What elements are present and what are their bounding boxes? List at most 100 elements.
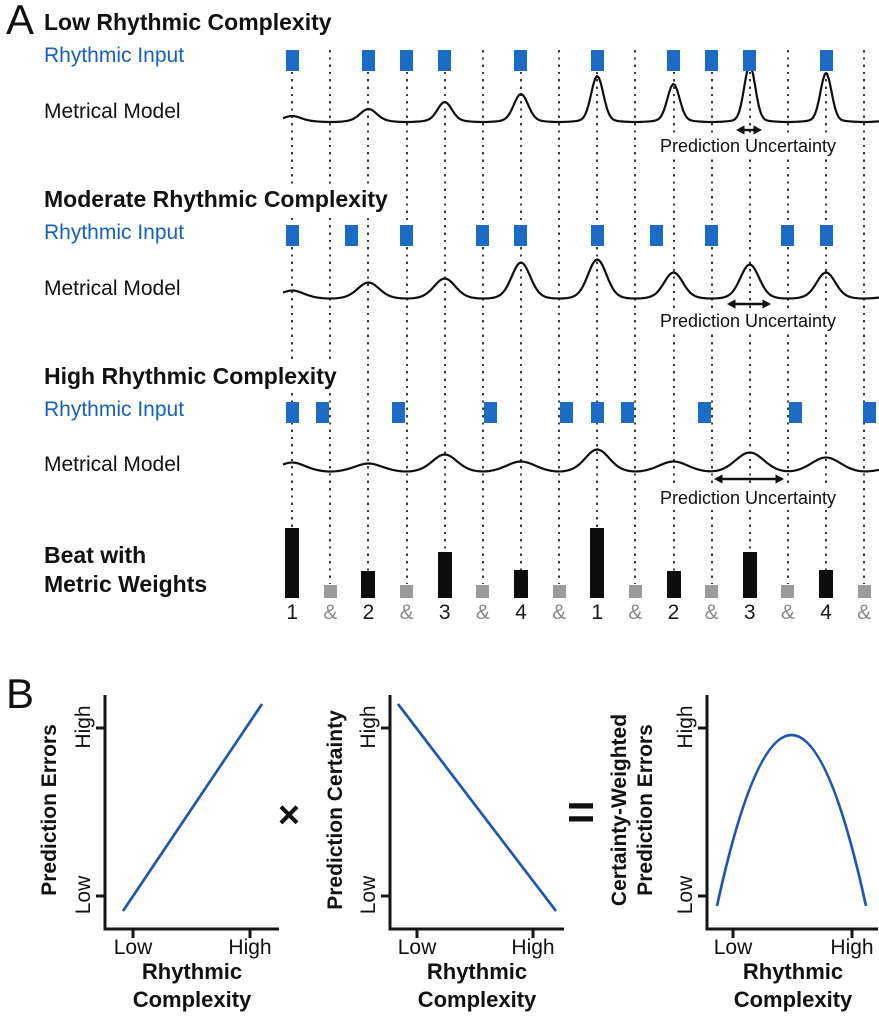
onset-square: [819, 50, 833, 71]
beat-count-label: 1: [286, 601, 299, 624]
onset-square: [590, 402, 604, 423]
beat-count-label: 1: [591, 601, 604, 624]
onset-square: [514, 225, 528, 246]
beat-count-label: 3: [743, 601, 756, 624]
beat-count-label: &: [552, 601, 567, 624]
metric-weight-bar: [666, 571, 681, 598]
beat-count-label: &: [780, 601, 795, 624]
metric-weight-bar: [513, 570, 528, 598]
beat-gridline: [863, 50, 866, 584]
beat-count-label: &: [857, 601, 872, 624]
metric-weight-bar: [819, 570, 834, 598]
beat-count-label: 4: [515, 601, 527, 624]
metric-weight-bar: [857, 585, 871, 598]
metric-weight-bar: [552, 585, 566, 598]
uncertainty-arrowhead-right: [762, 299, 771, 309]
beat-with-metric-weights-label: Beat with Metric Weights: [44, 541, 207, 599]
metrical-model-label-high: Metrical Model: [44, 453, 181, 476]
onset-square: [400, 225, 414, 246]
beat-count-label: 2: [667, 601, 680, 624]
onset-square: [667, 50, 680, 71]
uncertainty-arrowhead-right: [775, 474, 784, 484]
metric-weight-bar: [781, 585, 795, 598]
metric-weight-bar: [400, 585, 414, 598]
beat-count-label: 3: [438, 601, 451, 624]
onset-square: [392, 402, 406, 423]
rhythmic-input-label-low: Rhythmic Input: [44, 44, 185, 67]
onset-square: [483, 402, 497, 423]
plot2-xtick-high: High: [511, 936, 555, 959]
onset-square: [400, 50, 414, 71]
metric-weight-bar: [705, 585, 719, 598]
uncertainty-arrowhead-left: [736, 125, 745, 135]
beat-label-line2: Metric Weights: [44, 571, 208, 597]
beat-gridline: [596, 50, 599, 584]
plot3-xtick-high: High: [830, 936, 874, 959]
plot1-xtick-low: Low: [113, 936, 153, 959]
plot2-ytick-high: High: [357, 705, 380, 749]
metrical-model-curve: [282, 258, 879, 300]
beat-gridline: [405, 50, 408, 584]
plot2-xtick-low: Low: [397, 936, 437, 959]
onset-square: [621, 402, 635, 423]
onset-square: [285, 402, 299, 423]
plot2-ylabel: Prediction Certainty: [324, 710, 347, 910]
prediction-uncertainty-label-high: Prediction Uncertainty: [657, 488, 839, 509]
beat-gridline: [329, 50, 332, 584]
plot2-xlabel-line2: Complexity: [417, 987, 537, 1012]
plot3-ytick-high: High: [674, 705, 697, 749]
plot3-ytick-low: Low: [674, 875, 697, 915]
onset-square: [285, 225, 299, 246]
beat-gridline: [519, 50, 522, 584]
plot3-xlabel-line2: Complexity: [733, 987, 853, 1012]
beat-gridline: [481, 50, 484, 584]
metrical-model-curve: [282, 448, 879, 473]
onset-square: [285, 50, 299, 71]
trend-curve: [715, 733, 868, 907]
onset-square: [705, 225, 719, 246]
onset-square: [649, 225, 663, 246]
plot2-xlabel-line1: Rhythmic: [426, 959, 528, 984]
section-title-high: High Rhythmic Complexity: [44, 363, 341, 390]
beat-count-label: &: [323, 601, 338, 624]
beat-gridline: [367, 50, 370, 584]
metric-weight-bar: [361, 571, 376, 598]
beat-count-label: &: [628, 601, 643, 624]
plot1-xtick-high: High: [228, 936, 272, 959]
metrical-model-label-moderate: Metrical Model: [44, 277, 181, 300]
onset-square: [697, 402, 711, 423]
beat-gridline: [634, 50, 637, 584]
plot1-xlabel-line2: Complexity: [132, 987, 252, 1012]
beat-label-line1: Beat with: [44, 542, 147, 568]
plot1-ylabel: Prediction Errors: [38, 724, 61, 896]
onset-square: [514, 50, 528, 71]
beat-count-label: 4: [820, 601, 832, 624]
metrical-model-label-low: Metrical Model: [44, 100, 181, 123]
metrical-model-curve: [282, 64, 879, 124]
onset-square: [863, 402, 877, 423]
equals-operator: =: [566, 786, 596, 840]
plot3-xtick-low: Low: [713, 936, 753, 959]
onset-square: [438, 50, 452, 71]
plot3-xlabel: Rhythmic Complexity: [734, 958, 853, 1014]
plot3-xlabel-line1: Rhythmic: [742, 959, 844, 984]
metric-weight-bar: [285, 528, 300, 598]
uncertainty-arrowhead-left: [727, 299, 736, 309]
panel-b-label: B: [6, 670, 35, 717]
beat-gridline: [558, 50, 561, 584]
panel-a-label: A: [6, 0, 35, 43]
plot1-ytick-low: Low: [72, 875, 95, 915]
trend-curve: [121, 703, 264, 912]
onset-square: [819, 225, 833, 246]
onset-square: [590, 225, 604, 246]
onset-square: [789, 402, 803, 423]
plot1-ytick-high: High: [72, 705, 95, 749]
beat-count-label: &: [475, 601, 490, 624]
onset-square: [344, 225, 358, 246]
metric-weight-bar: [590, 528, 605, 598]
plot3-ylabel-line2: Prediction Errors: [634, 724, 657, 896]
metric-weight-bar: [742, 552, 757, 598]
metric-weight-bar: [476, 585, 490, 598]
onset-square: [743, 50, 757, 71]
